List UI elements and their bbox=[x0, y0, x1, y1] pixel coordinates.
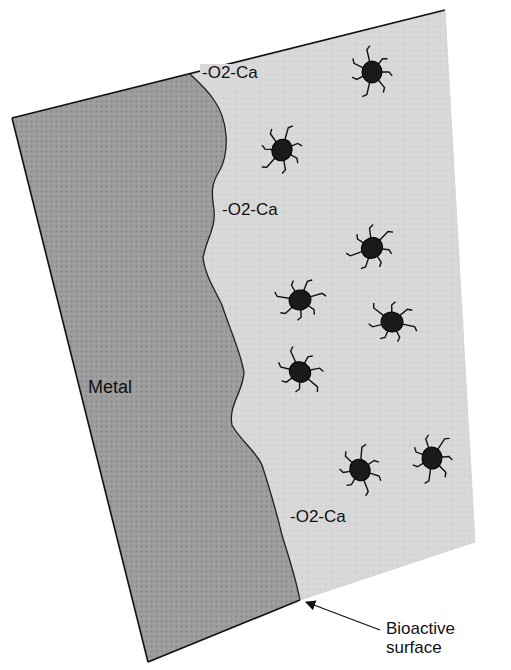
cell bbox=[279, 347, 324, 392]
cell bbox=[262, 126, 302, 173]
bond-label: -O2-Ca bbox=[288, 508, 348, 527]
metal-region bbox=[12, 74, 300, 662]
bioactive-boundary bbox=[190, 74, 300, 600]
cell bbox=[340, 444, 381, 495]
cell bbox=[275, 280, 326, 320]
cell bbox=[346, 225, 393, 269]
leader-arrow bbox=[306, 602, 380, 630]
panel-outline bbox=[12, 10, 445, 662]
bond-label: -O2-Ca bbox=[200, 64, 260, 83]
cell bbox=[352, 46, 392, 97]
surface-label: Bioactive surface bbox=[386, 620, 476, 657]
bond-label: -O2-Ca bbox=[220, 201, 280, 220]
metal-label: Metal bbox=[88, 378, 132, 398]
cells bbox=[262, 46, 453, 496]
cell bbox=[413, 435, 453, 484]
cell bbox=[369, 302, 417, 342]
